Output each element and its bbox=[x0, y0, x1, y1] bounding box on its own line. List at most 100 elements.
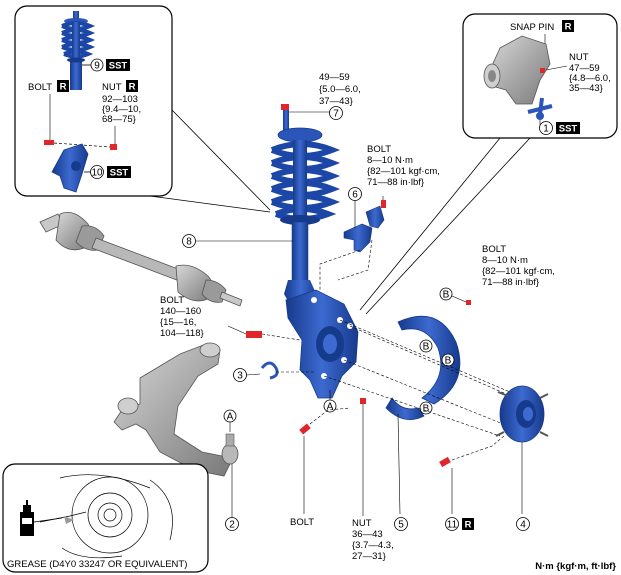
callout-10 bbox=[90, 165, 104, 179]
knuckle-bolt-label: BOLT bbox=[160, 295, 184, 306]
knuckle-bolt-torque-1: 140—160 bbox=[160, 306, 201, 317]
bracket-bolt-label: BOLT bbox=[367, 144, 391, 155]
hub-bolt-r-text: R bbox=[465, 520, 472, 531]
hub-bolt-icon bbox=[439, 456, 451, 468]
snap-pin-r-badge bbox=[562, 20, 574, 32]
sst-label-1: SST bbox=[559, 124, 578, 135]
bracket-bolt-icon bbox=[381, 200, 386, 208]
sst-badge-1 bbox=[556, 122, 580, 134]
inset-bolt-label: BOLT bbox=[28, 82, 52, 93]
shield-bolt-torque-2: {82—101 kgf·cm, bbox=[482, 266, 555, 277]
shield-bolt-icon bbox=[466, 300, 471, 305]
marker-b-1-text: B bbox=[423, 342, 430, 353]
knuckle-bolt-icon bbox=[246, 331, 262, 338]
bottom-nut-icon bbox=[360, 398, 366, 404]
inset-nut-label: NUT bbox=[102, 82, 122, 93]
marker-a-upper-text: A bbox=[327, 402, 334, 413]
inset-bolt-icon bbox=[44, 140, 54, 145]
inset-nut-r-text: R bbox=[129, 82, 136, 93]
inset-nut-r-badge bbox=[126, 80, 138, 92]
shield-bolt-label: BOLT bbox=[482, 244, 506, 255]
bottom-bolt-label: BOLT bbox=[290, 517, 314, 528]
sst-badge-10 bbox=[107, 166, 131, 178]
dust-shield bbox=[385, 315, 461, 420]
bottom-nut-torque-1: 36—43 bbox=[352, 529, 383, 540]
callout-8-number: 8 bbox=[186, 237, 192, 248]
bottom-nut-label: NUT bbox=[352, 518, 372, 529]
grease-inset-box: GREASE (D4Y0 33247 OR EQUIVALENT) bbox=[2, 463, 209, 573]
inset-bolt-r-text: R bbox=[60, 82, 67, 93]
top-nut-torque-1: 49—59 bbox=[319, 72, 350, 83]
sst-badge-9 bbox=[106, 59, 130, 71]
inset-gray-knuckle bbox=[483, 35, 551, 105]
inset-knuckle-box: SNAP PIN R NUT 47—59 {4.8—6.0, 35—43} 1 … bbox=[462, 13, 618, 139]
callout-6-number: 6 bbox=[352, 190, 358, 201]
callout-9-number: 9 bbox=[94, 61, 100, 72]
top-nut-torque-3: 37—43} bbox=[319, 96, 353, 107]
callout-7 bbox=[329, 106, 343, 120]
marker-a-lower-text: A bbox=[227, 412, 234, 423]
callout-7-number: 7 bbox=[333, 109, 339, 120]
inset-nut-torque-1: 92—103 bbox=[102, 94, 138, 105]
top-nut-torque-2: {5.0—6.0, bbox=[319, 84, 361, 95]
inset-knuckle-torque-3: 35—43} bbox=[569, 83, 603, 94]
grease-note: GREASE (D4Y0 33247 OR EQUIVALENT) bbox=[7, 559, 187, 570]
bottom-nut-torque-2: {3.7—4.3, bbox=[352, 540, 394, 551]
marker-b-3-text: B bbox=[423, 404, 430, 415]
shield-bolt-torque-1: 8—10 N·m bbox=[482, 255, 528, 266]
knuckle-bolt-torque-2: {15—16, bbox=[160, 317, 196, 328]
bottom-nut-torque-3: 27—31} bbox=[352, 551, 386, 562]
wheel-hub bbox=[495, 385, 549, 443]
grease-tube-icon bbox=[20, 500, 34, 536]
bracket-bolt-torque-1: 8—10 N·m bbox=[367, 155, 413, 166]
callout-2 bbox=[225, 517, 239, 531]
callout-11-number: 11 bbox=[447, 520, 458, 531]
callout-11 bbox=[445, 517, 459, 531]
inset-knuckle bbox=[51, 143, 89, 193]
callout-1-number: 1 bbox=[543, 124, 549, 135]
marker-b-1 bbox=[419, 339, 433, 353]
inset-knuckle-torque-2: {4.8—6.0, bbox=[569, 73, 611, 84]
callout-4 bbox=[516, 517, 530, 531]
callout-2-number: 2 bbox=[229, 520, 235, 531]
snap-clip bbox=[260, 361, 279, 380]
marker-b-4-text: B bbox=[443, 290, 450, 301]
callout-1 bbox=[539, 121, 553, 135]
inset-nut-torque-2: {9.4—10, bbox=[102, 104, 141, 115]
knuckle bbox=[285, 289, 359, 399]
inset-strut-box: 9 SST BOLT R NUT R 92—103 {9.4—10, 68—75… bbox=[14, 5, 173, 197]
inset-knuckle-torque-1: 47—59 bbox=[569, 63, 600, 74]
sst-label-10: SST bbox=[110, 168, 129, 179]
top-nut-icon bbox=[281, 104, 289, 110]
snap-pin-r-text: R bbox=[565, 22, 572, 33]
marker-b-3 bbox=[419, 401, 433, 415]
inset-nut-red bbox=[540, 68, 545, 73]
lower-arm bbox=[113, 342, 239, 477]
callout-5-number: 5 bbox=[398, 520, 404, 531]
drive-shaft bbox=[39, 211, 243, 307]
inset-strut-assembly bbox=[61, 11, 96, 90]
bracket-bolt-torque-2: {82—101 kgf·cm, bbox=[367, 166, 440, 177]
bracket-6 bbox=[343, 205, 385, 253]
inset-nut-torque-3: 68—75} bbox=[102, 114, 136, 125]
callout-10-number: 10 bbox=[91, 168, 103, 179]
bracket-bolt-torque-3: 71—88 in·lbf} bbox=[367, 177, 424, 188]
callout-9 bbox=[90, 58, 104, 72]
callout-5 bbox=[394, 517, 408, 531]
marker-b-4 bbox=[439, 287, 453, 301]
inset-nut-icon bbox=[110, 144, 117, 150]
units-note: N·m {kgf·m, ft·lbf} bbox=[535, 561, 616, 572]
inset-bolt-r-badge bbox=[57, 80, 69, 92]
marker-b-2-text: B bbox=[445, 356, 452, 367]
snap-pin-label: SNAP PIN bbox=[510, 22, 554, 33]
knuckle-bolt-torque-3: 104—118} bbox=[160, 328, 204, 339]
inset-knuckle-nut-label: NUT bbox=[569, 52, 589, 63]
strut-assembly bbox=[270, 108, 341, 308]
sst-label-9: SST bbox=[109, 61, 128, 72]
callout-3-number: 3 bbox=[237, 371, 243, 382]
bottom-bolt-icon bbox=[299, 423, 311, 435]
callout-4-number: 4 bbox=[520, 520, 526, 531]
hub-bolt-r-badge bbox=[462, 518, 474, 530]
shield-bolt-torque-3: 71—88 in·lbf} bbox=[482, 277, 539, 288]
